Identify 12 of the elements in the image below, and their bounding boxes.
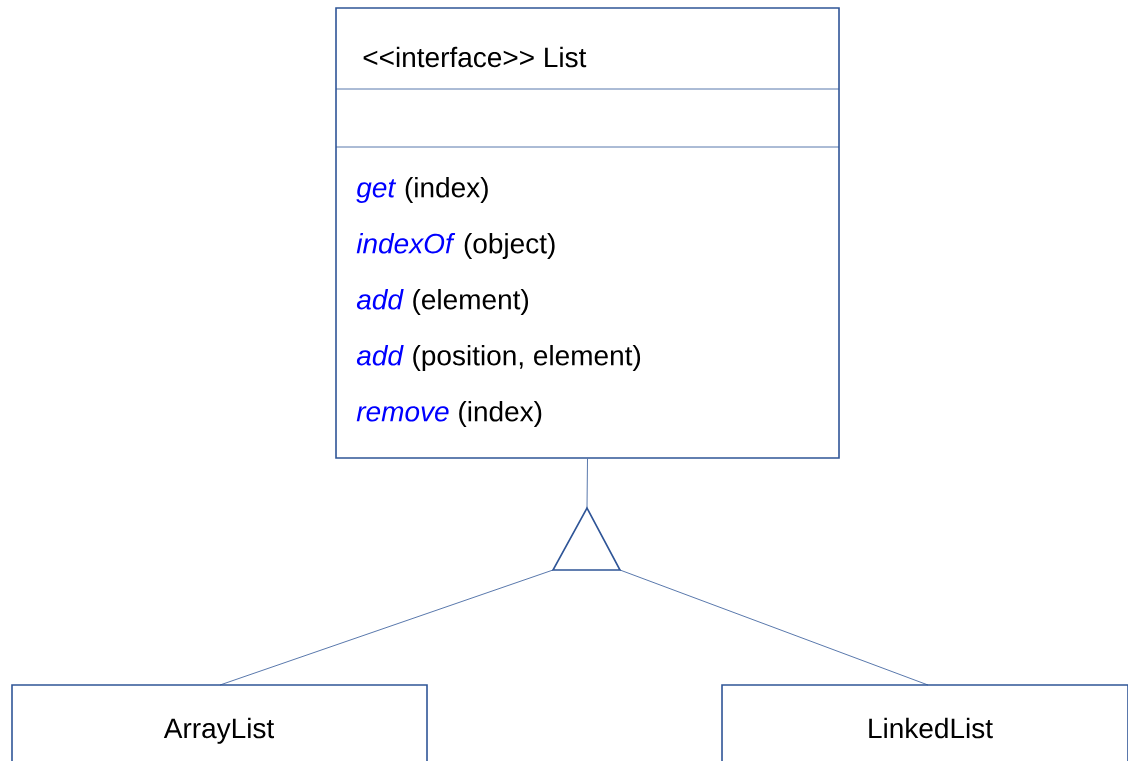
connector-line	[586, 458, 588, 509]
class-name: <<interface>> List	[363, 46, 587, 68]
class-box	[335, 7, 840, 459]
method-name: indexOf (object)	[356, 232, 555, 260]
method-name: remove (index)	[356, 400, 542, 428]
method-name: add (element)	[356, 288, 528, 316]
connector-line	[219, 569, 554, 686]
method-name: add (position, element)	[356, 344, 641, 372]
class-box: LinkedList	[721, 684, 1128, 761]
connector-line	[619, 569, 929, 686]
class-box: ArrayList	[11, 684, 428, 761]
method-name: get (index)	[356, 176, 488, 204]
